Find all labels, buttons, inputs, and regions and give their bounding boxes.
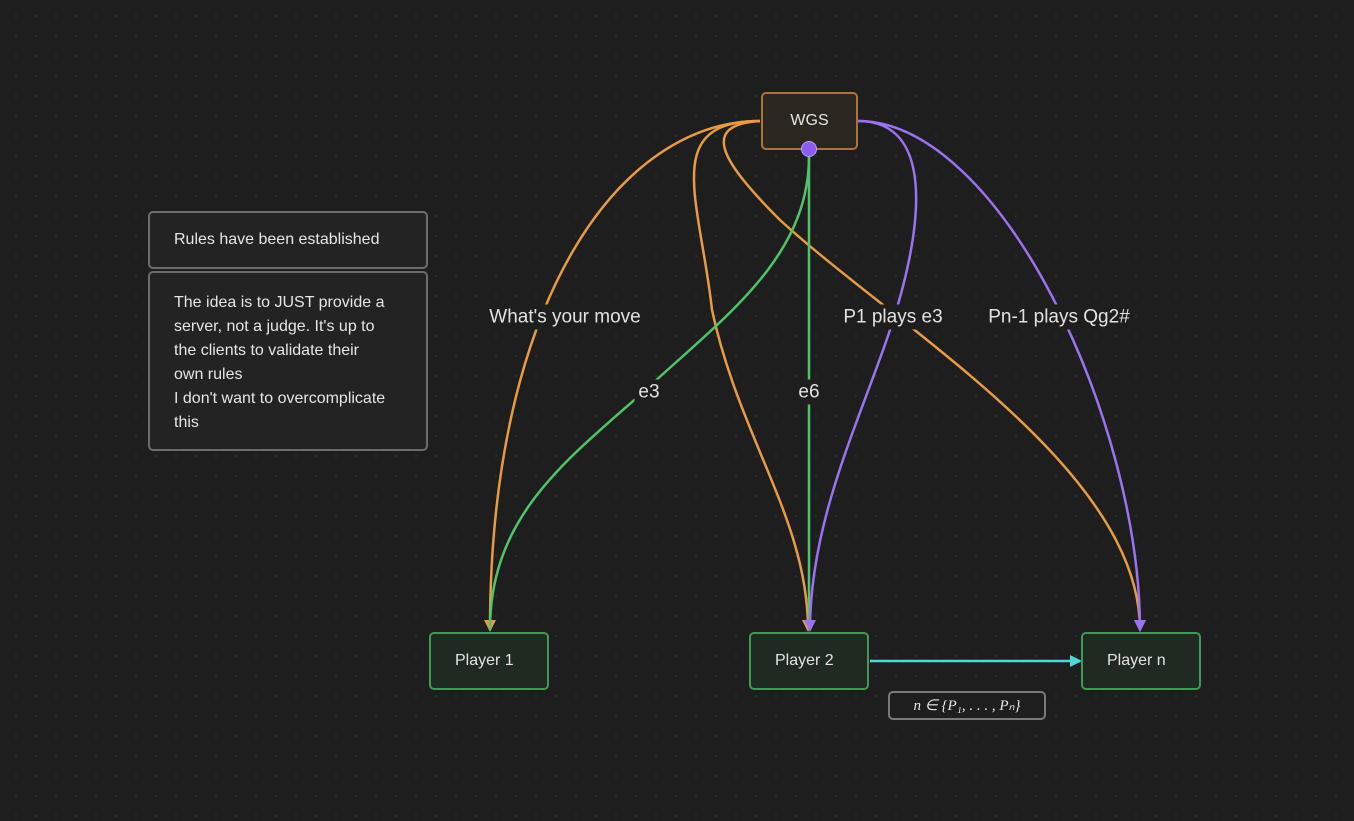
- edge-wgs-to-playern-purple[interactable]: [857, 119, 1146, 632]
- edge-wgs-to-player2-purple[interactable]: [804, 119, 918, 632]
- note-line: server, not a judge. It's up to: [174, 318, 375, 335]
- edge-label-e6: e6: [794, 379, 824, 405]
- edge-wgs-to-playern-orange[interactable]: [722, 119, 1146, 632]
- edge-wgs-to-player2[interactable]: [692, 119, 814, 632]
- node-player-1-label: Player 1: [455, 652, 514, 669]
- node-player-1[interactable]: Player 1: [429, 632, 549, 690]
- node-player-n-label: Player n: [1107, 652, 1166, 669]
- note-line: I don't want to overcomplicate: [174, 390, 386, 407]
- edge-label-e3: e3: [634, 379, 664, 405]
- node-player-n[interactable]: Player n: [1081, 632, 1201, 690]
- note-line: the clients to validate their: [174, 342, 359, 359]
- note-line: The idea is to JUST provide a: [174, 294, 385, 311]
- node-player-2[interactable]: Player 2: [749, 632, 869, 690]
- edge-label-whats-your-move: What's your move: [485, 304, 645, 330]
- connection-handle[interactable]: [801, 141, 817, 157]
- note-rules-title[interactable]: Rules have been established: [148, 211, 428, 269]
- math-annotation-text: n ∈ {P₁, . . . , Pₙ}: [913, 698, 1021, 714]
- note-line: own rules: [174, 366, 243, 383]
- note-line: this: [174, 414, 199, 431]
- edge-label-p1-plays: P1 plays e3: [839, 304, 947, 330]
- note-rules-body[interactable]: The idea is to JUST provide a server, no…: [148, 271, 428, 451]
- node-wgs[interactable]: WGS: [761, 92, 858, 150]
- note-rules-title-text: Rules have been established: [174, 231, 380, 248]
- node-player-2-label: Player 2: [775, 652, 834, 669]
- edge-wgs-to-player1[interactable]: [484, 119, 761, 632]
- math-annotation[interactable]: n ∈ {P₁, . . . , Pₙ}: [888, 691, 1046, 720]
- edge-label-pn1-plays: Pn-1 plays Qg2#: [984, 304, 1134, 330]
- node-wgs-label: WGS: [790, 112, 829, 129]
